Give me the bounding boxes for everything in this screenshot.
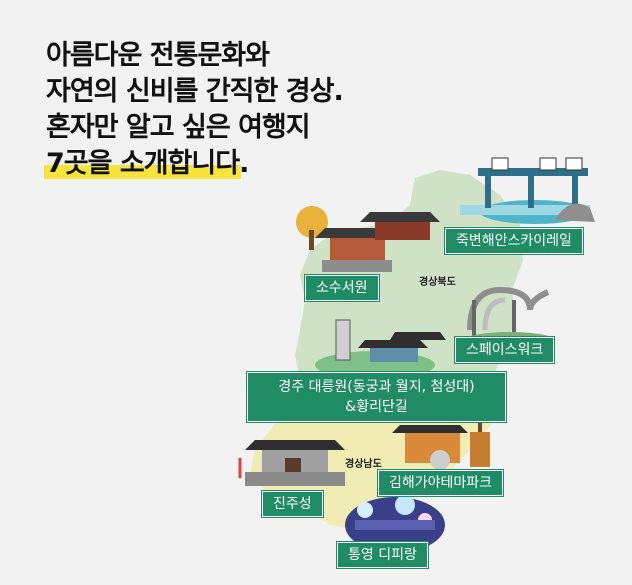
place-label-jukbyeon[interactable]: 죽변해안스카이레일 [445, 228, 583, 254]
place-label-spacewalk[interactable]: 스페이스워크 [455, 337, 555, 363]
tongyeong-illustration [345, 495, 445, 553]
headline-line-4: 7곳을 소개합니다. [43, 146, 343, 182]
place-label-gimhae[interactable]: 김해가야테마파크 [378, 470, 504, 496]
gimhae-illustration [392, 418, 490, 470]
headline-period: . [239, 148, 249, 179]
place-label-gyeongju-line1: 경주 대릉원(동궁과 월지, 첨성대) [278, 379, 475, 395]
headline-line-3: 혼자만 알고 싶은 여행지 [46, 112, 311, 143]
headline-line-2: 자연의 신비를 간직한 경상. [46, 76, 344, 107]
jinju-illustration [238, 440, 345, 486]
skyrail-illustration [460, 157, 595, 224]
headline-line-1: 아름다운 전통문화와 [46, 40, 270, 71]
region-gyeongnam: 경상남도 [345, 459, 382, 470]
place-label-tongyeong[interactable]: 통영 디피랑 [337, 542, 428, 568]
place-label-sosu[interactable]: 소수서원 [305, 275, 379, 301]
sosu-seowon-illustration [296, 206, 440, 272]
place-label-gyeongju-line2: &황리단길 [345, 399, 408, 415]
headline-highlight: 7곳을 소개합니다 [43, 146, 242, 182]
region-gyeongbuk: 경상북도 [419, 277, 456, 288]
headline: 아름다운 전통문화와 자연의 신비를 간직한 경상. 혼자만 알고 싶은 여행지… [43, 38, 344, 182]
place-label-jinju[interactable]: 진주성 [262, 491, 323, 517]
place-label-gyeongju[interactable]: 경주 대릉원(동궁과 월지, 첨성대) &황리단길 [247, 372, 506, 422]
